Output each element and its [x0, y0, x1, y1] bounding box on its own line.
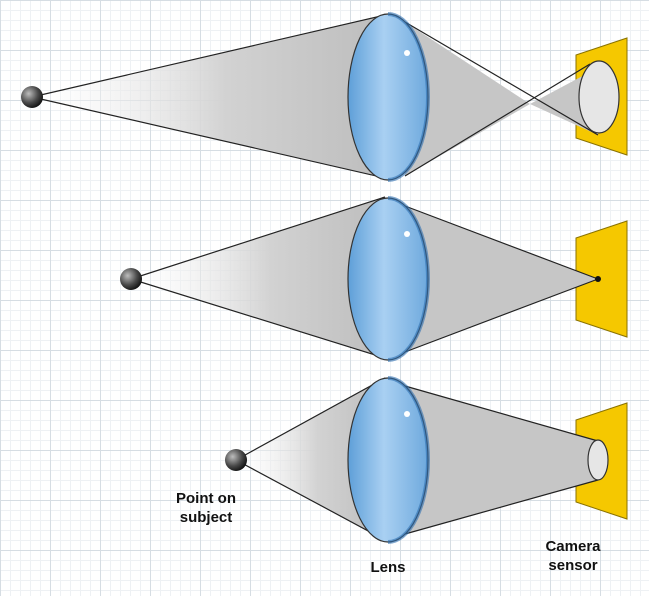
- light-cone-in: [32, 15, 385, 178]
- light-cone-in: [236, 378, 385, 540]
- sensor-label-line1: Camera: [545, 538, 601, 555]
- blur-circle: [578, 60, 620, 134]
- sensor-label-line2: sensor: [548, 557, 598, 574]
- point-on-subject-label: Point on subject: [160, 489, 252, 527]
- lens: [347, 376, 430, 544]
- lens: [347, 12, 430, 182]
- lens: [347, 196, 430, 362]
- light-cone-out: [405, 386, 598, 534]
- light-cone-out: [405, 206, 598, 352]
- subject-point: [120, 268, 142, 290]
- blur-circle: [587, 439, 609, 481]
- scenario-2: [120, 196, 628, 362]
- point-label-line1: Point on: [176, 490, 236, 507]
- point-label-line2: subject: [179, 509, 233, 526]
- scenario-3: [225, 376, 628, 544]
- lens-label: Lens: [370, 559, 406, 576]
- light-cone-out: [405, 22, 530, 176]
- camera-sensor: [575, 220, 628, 338]
- camera-sensor-label: Camera sensor: [528, 537, 618, 575]
- subject-point: [21, 86, 43, 108]
- scenario-1: [21, 12, 628, 182]
- light-cone-in: [131, 197, 385, 358]
- focus-point: [595, 276, 601, 282]
- subject-point: [225, 449, 247, 471]
